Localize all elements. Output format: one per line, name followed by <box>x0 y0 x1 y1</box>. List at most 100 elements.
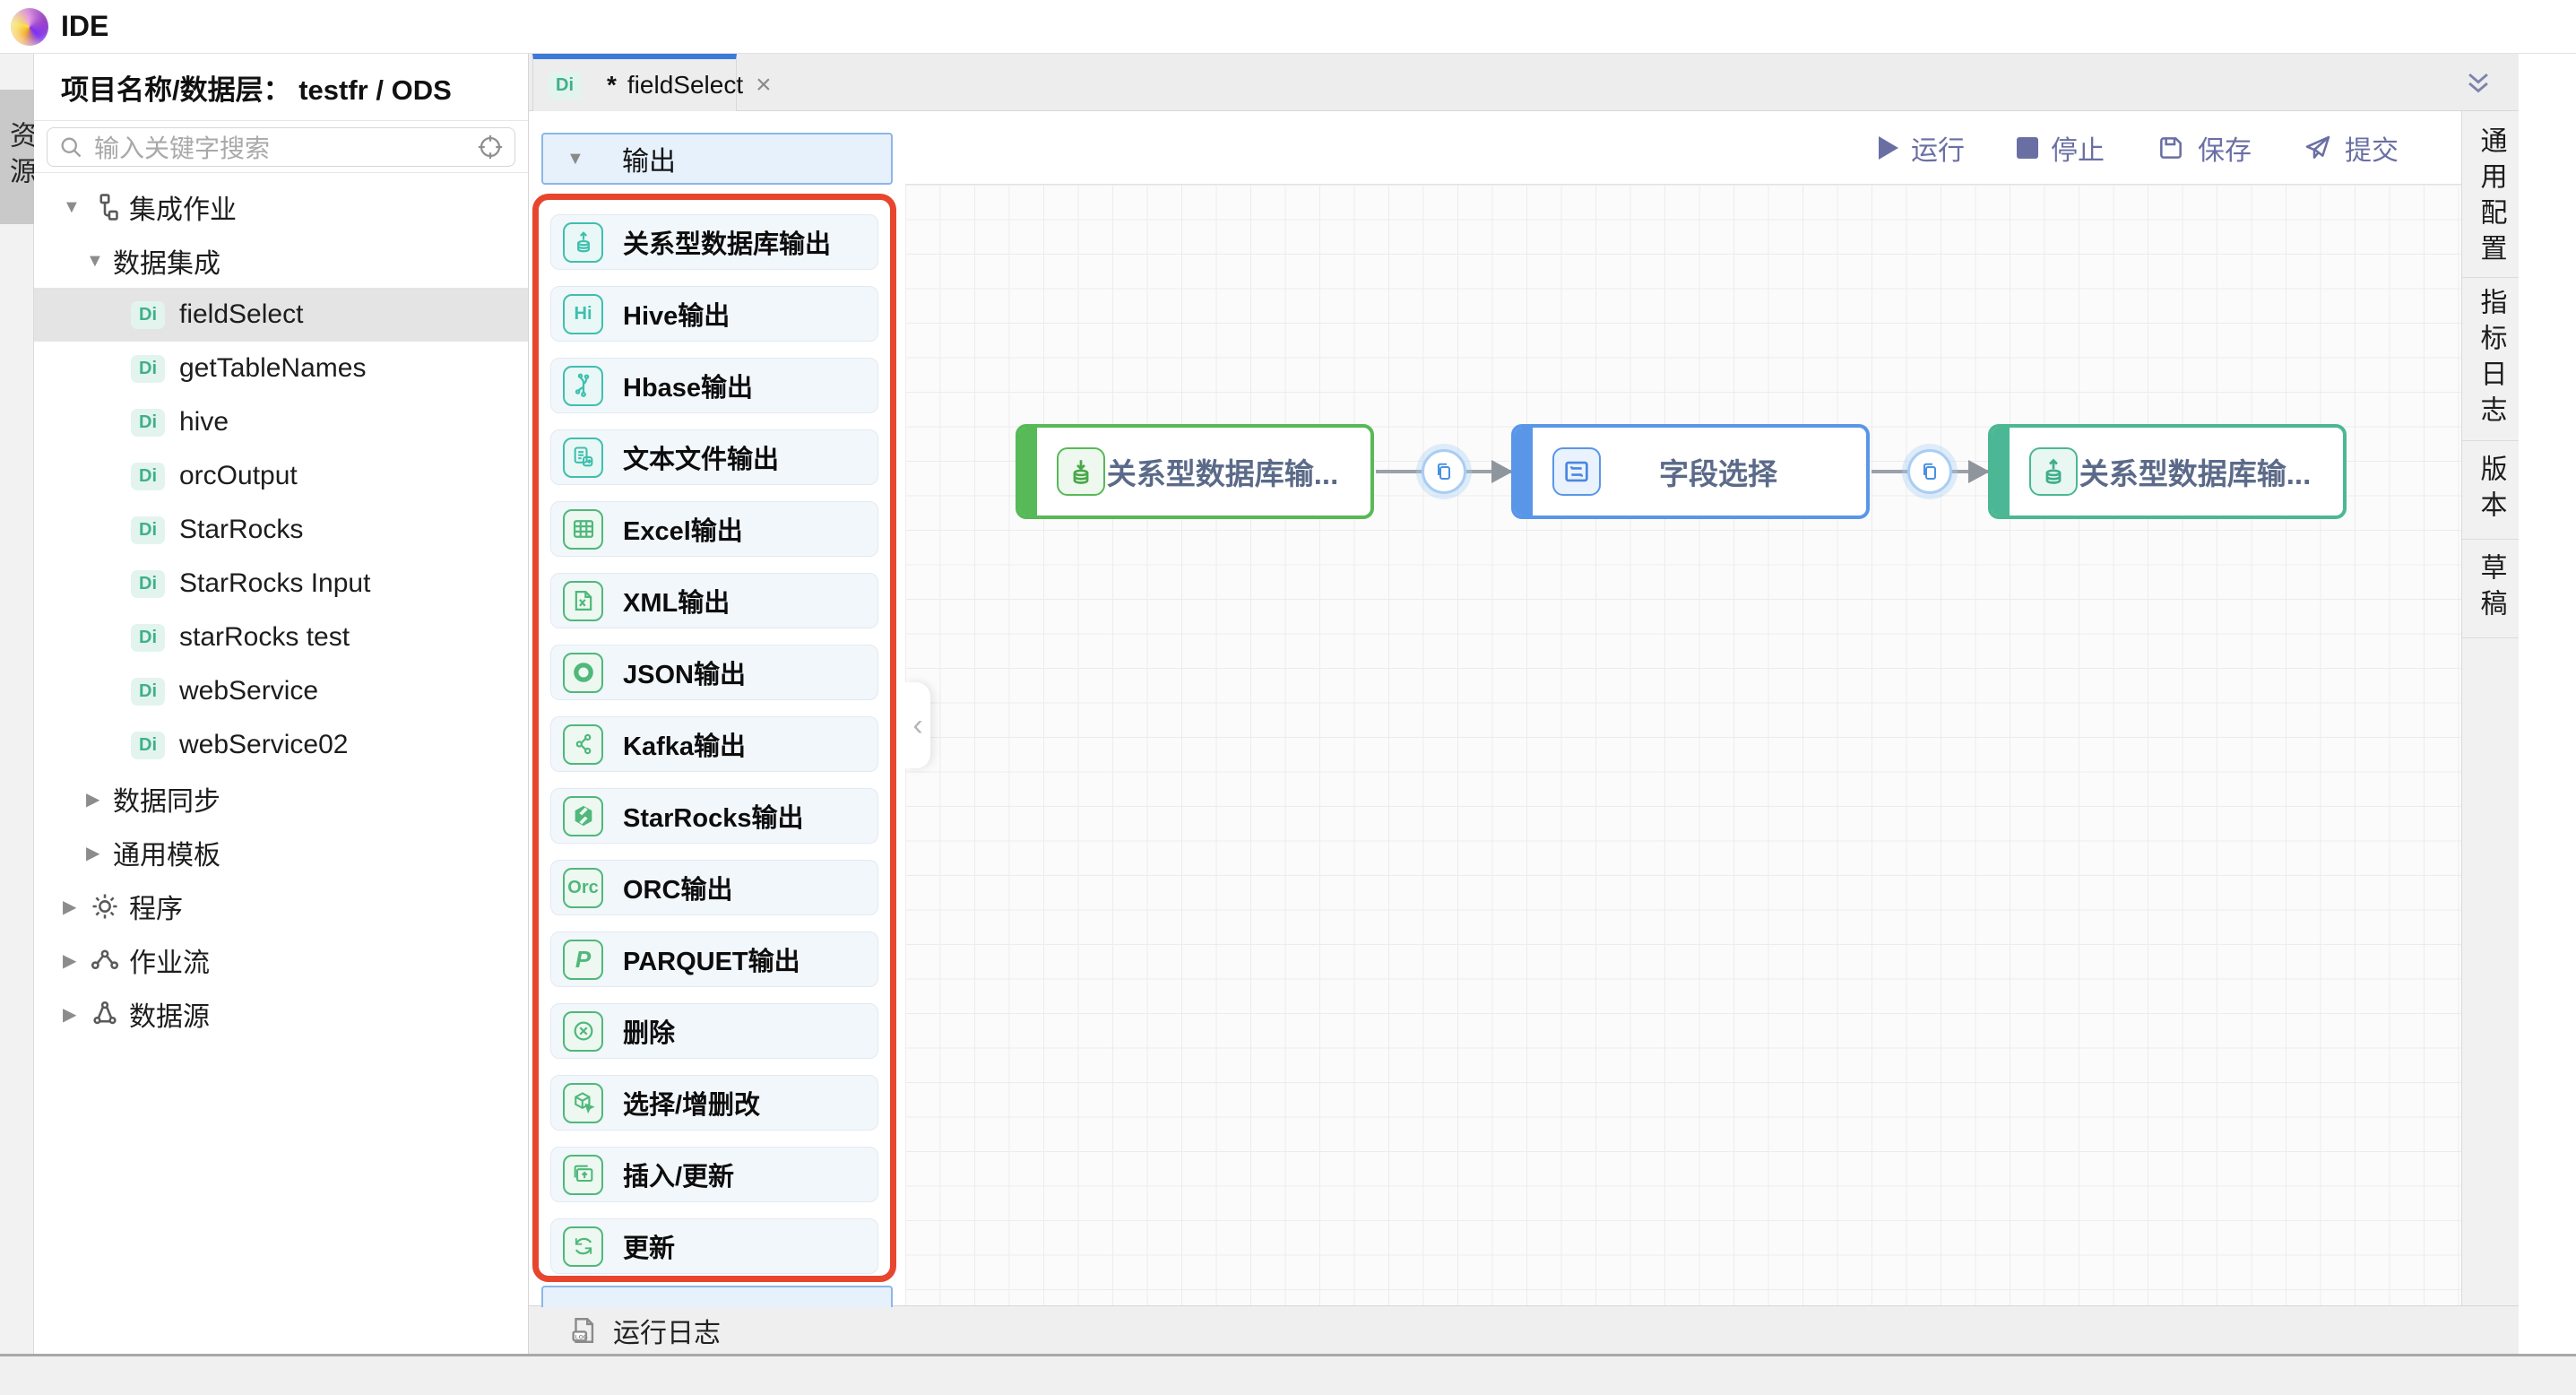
tree-leaf-StarRocks[interactable]: Di StarRocks <box>34 503 528 557</box>
tree-leaf-webService02[interactable]: Di webService02 <box>34 718 528 772</box>
caret-right-icon[interactable] <box>63 1003 90 1026</box>
flow-canvas[interactable]: ‹ 关系型数据库输... <box>905 185 2461 1305</box>
tree-node-integration-jobs[interactable]: 集成作业 <box>34 180 528 234</box>
tree-leaf-fieldSelect[interactable]: Di fieldSelect <box>34 288 528 342</box>
di-badge: Di <box>131 408 165 437</box>
panel-tab-drafts[interactable]: 草稿 <box>2462 540 2519 638</box>
save-icon <box>2160 136 2182 159</box>
parquet-icon: P <box>563 939 603 980</box>
double-chevron-down-icon[interactable] <box>2463 68 2494 99</box>
di-badge: Di <box>548 71 582 100</box>
search-input[interactable]: 输入关键字搜索 <box>47 126 515 167</box>
palette-item-delete[interactable]: 删除 <box>550 1003 878 1059</box>
tree-leaf-hive[interactable]: Di hive <box>34 395 528 449</box>
panel-tab-metric-logs[interactable]: 指标日志 <box>2462 278 2519 441</box>
palette-item-textfile-output[interactable]: 文本文件输出 <box>550 429 878 485</box>
tree-node-workflows[interactable]: 作业流 <box>34 933 528 987</box>
copy-icon[interactable] <box>1907 449 1952 494</box>
tree-node-programs[interactable]: 程序 <box>34 879 528 933</box>
caret-right-icon[interactable] <box>63 896 90 918</box>
insert-update-icon <box>563 1154 603 1195</box>
palette-item-parquet-output[interactable]: P PARQUET输出 <box>550 931 878 987</box>
palette-item-json-output[interactable]: JSON输出 <box>550 645 878 700</box>
palette-item-hbase-output[interactable]: Hbase输出 <box>550 358 878 413</box>
palette-item-kafka-output[interactable]: Kafka输出 <box>550 716 878 772</box>
tree-leaf-orcOutput[interactable]: Di orcOutput <box>34 449 528 503</box>
palette-item-orc-output[interactable]: Orc ORC输出 <box>550 860 878 915</box>
palette-item-rdb-output[interactable]: 关系型数据库输出 <box>550 214 878 270</box>
stop-button[interactable]: 停止 <box>2017 128 2105 168</box>
caret-right-icon[interactable] <box>86 842 113 864</box>
palette-item-hive-output[interactable]: Hi Hive输出 <box>550 286 878 342</box>
palette-item-excel-output[interactable]: Excel输出 <box>550 501 878 557</box>
tree-node-datasources[interactable]: 数据源 <box>34 987 528 1041</box>
submit-button[interactable]: 提交 <box>2304 128 2399 168</box>
save-button[interactable]: 保存 <box>2157 128 2252 168</box>
right-panel-strip: 通用配置 指标日志 版本 草稿 <box>2461 111 2519 1305</box>
tree-node-data-integration[interactable]: 数据集成 <box>34 234 528 288</box>
palette-item-select-modify[interactable]: 选择/增删改 <box>550 1075 878 1131</box>
tree-leaf-StarRocks-Input[interactable]: Di StarRocks Input <box>34 557 528 611</box>
panel-tab-versions[interactable]: 版本 <box>2462 441 2519 540</box>
palette-highlight-box: 关系型数据库输出 Hi Hive输出 Hbase输出 <box>532 194 896 1282</box>
palette-item-insert-update[interactable]: 插入/更新 <box>550 1147 878 1202</box>
project-header: 项目名称/数据层： testfr / ODS <box>34 54 528 121</box>
caret-right-icon[interactable] <box>63 949 90 972</box>
tree-node-data-sync[interactable]: 数据同步 <box>34 772 528 826</box>
tree-leaf-starRocks-test[interactable]: Di starRocks test <box>34 611 528 664</box>
tree-label: 通用模板 <box>113 841 220 871</box>
panel-tab-general-config[interactable]: 通用配置 <box>2462 111 2519 278</box>
caret-down-icon[interactable] <box>566 149 593 169</box>
flow-node-rdb-output[interactable]: 关系型数据库输... <box>1988 424 2347 519</box>
refresh-icon <box>563 1226 603 1267</box>
tree-label: StarRocks <box>179 515 304 544</box>
footer-bar <box>0 1354 2576 1395</box>
resource-tree: 集成作业 数据集成 Di fieldSelect Di getTableName… <box>34 173 528 1041</box>
tab-fieldSelect[interactable]: Di * fieldSelect × <box>532 54 772 111</box>
tree-label: 作业流 <box>129 949 210 978</box>
collapsed-group-partial[interactable] <box>541 1286 893 1307</box>
locate-crosshair-icon[interactable] <box>477 134 504 160</box>
database-upload-icon <box>2029 447 2078 496</box>
caret-down-icon[interactable] <box>63 197 90 218</box>
palette-item-update[interactable]: 更新 <box>550 1218 878 1274</box>
xml-file-icon <box>563 580 603 621</box>
node-status-bar <box>1515 428 1533 516</box>
resources-panel-tab[interactable]: 资源 <box>0 90 39 224</box>
integration-jobs-icon <box>99 194 118 221</box>
di-badge: Di <box>131 569 165 598</box>
arrowhead-icon <box>1968 460 1990 483</box>
copy-icon[interactable] <box>1421 449 1466 494</box>
tree-label: 数据集成 <box>113 249 220 279</box>
flow-node-rdb-input[interactable]: 关系型数据库输... <box>1016 424 1374 519</box>
caret-down-icon[interactable] <box>86 251 113 272</box>
search-row: 输入关键字搜索 <box>34 121 528 173</box>
tab-label: fieldSelect <box>627 71 744 99</box>
collapse-palette-handle[interactable]: ‹ <box>905 682 930 768</box>
caret-right-icon[interactable] <box>86 788 113 810</box>
palette-item-xml-output[interactable]: XML输出 <box>550 573 878 628</box>
flow-node-field-select[interactable]: 字段选择 <box>1511 424 1870 519</box>
tree-leaf-webService[interactable]: Di webService <box>34 664 528 718</box>
left-activity-strip: 资源 <box>0 54 39 1354</box>
starrocks-icon <box>563 795 603 836</box>
run-button[interactable]: 运行 <box>1879 128 1965 168</box>
palette-group-output[interactable]: 输出 <box>541 133 893 185</box>
kafka-icon <box>563 723 603 765</box>
close-icon[interactable]: × <box>756 70 772 100</box>
unsaved-indicator: * <box>607 71 617 99</box>
cube-select-icon <box>563 1082 603 1123</box>
database-upload-icon <box>563 221 603 263</box>
di-badge: Di <box>131 677 165 706</box>
search-icon <box>61 137 82 157</box>
run-log-bar[interactable]: LOG 运行日志 <box>529 1305 2519 1354</box>
palette-group-label: 输出 <box>622 147 676 177</box>
excel-grid-icon <box>563 508 603 550</box>
palette-item-starrocks-output[interactable]: StarRocks输出 <box>550 788 878 844</box>
tree-leaf-getTableNames[interactable]: Di getTableNames <box>34 342 528 395</box>
project-sidebar: 项目名称/数据层： testfr / ODS 输入关键字搜索 集成作业 数据集成… <box>34 54 529 1354</box>
node-label: 关系型数据库输... <box>2079 457 2312 490</box>
node-palette: 输出 关系型数据库输出 Hi Hive输出 <box>529 111 905 1307</box>
di-badge: Di <box>131 354 165 383</box>
tree-node-common-templates[interactable]: 通用模板 <box>34 826 528 879</box>
